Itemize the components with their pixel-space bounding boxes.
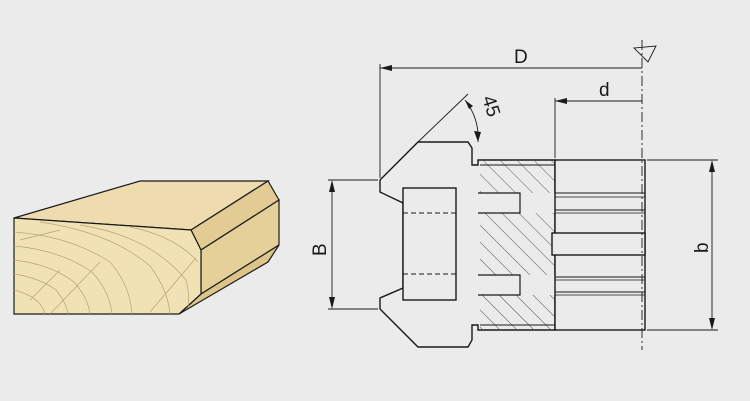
label-angle: 45 [477, 93, 504, 120]
label-d: d [599, 80, 610, 101]
wood-grain [13, 221, 199, 315]
wood-end-face [13, 217, 202, 315]
label-B: B [310, 243, 331, 256]
cutter-cross-section [379, 40, 646, 350]
body-hatch [480, 160, 555, 330]
knife-pocket [402, 187, 457, 301]
dimensions [328, 45, 718, 331]
keyway [551, 232, 646, 256]
label-D: D [514, 47, 528, 68]
label-b: b [692, 242, 713, 253]
wood-workpiece [13, 180, 280, 315]
